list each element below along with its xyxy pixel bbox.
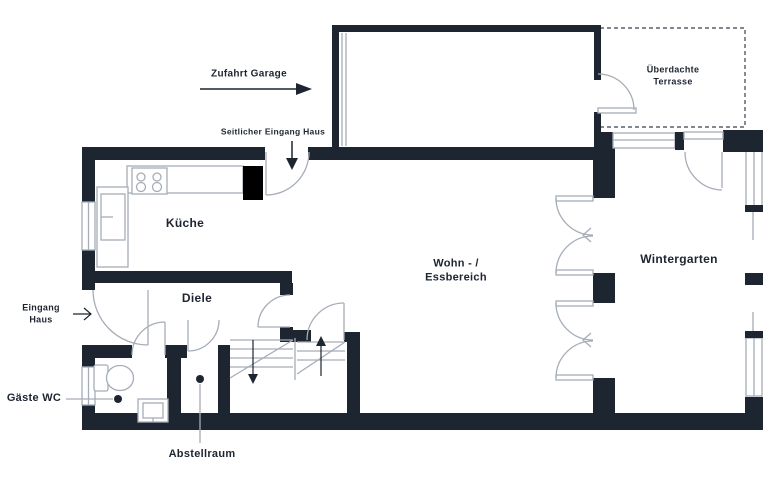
label-wohn-essbereich: Wohn - / Essbereich bbox=[425, 257, 487, 286]
toilet-icon bbox=[93, 364, 135, 392]
house-entry-arrow-icon bbox=[73, 307, 92, 321]
wintergarten-north-wall bbox=[601, 130, 763, 152]
label-ueberdachte-terrasse: Überdachte Terrasse bbox=[647, 64, 700, 87]
label-wohn-essbereich-line1: Wohn - / bbox=[433, 257, 479, 270]
wc-reference-dot bbox=[66, 395, 122, 403]
label-eingang-haus: Eingang Haus bbox=[22, 302, 60, 325]
label-eingang-haus-line1: Eingang bbox=[22, 302, 60, 313]
hall-living-door-arc bbox=[257, 294, 291, 328]
label-eingang-haus-line2: Haus bbox=[29, 314, 53, 324]
interior-walls bbox=[82, 271, 360, 413]
wintergarten-east-wall bbox=[745, 130, 763, 422]
label-wintergarten: Wintergarten bbox=[640, 252, 718, 267]
label-gaeste-wc: Gäste WC bbox=[6, 391, 62, 404]
stairs-up-arrow-icon bbox=[316, 336, 326, 376]
label-zufahrt-garage: Zufahrt Garage bbox=[211, 68, 287, 80]
double-door-south-arc bbox=[555, 300, 594, 381]
garage-entry-door bbox=[341, 33, 347, 146]
stairs-down-arrow-icon bbox=[248, 340, 258, 384]
label-kueche: Küche bbox=[165, 216, 205, 231]
label-ueberdachte-terrasse-line1: Überdachte bbox=[646, 64, 700, 75]
label-wohn-essbereich-line2: Essbereich bbox=[425, 272, 487, 284]
label-diele: Diele bbox=[181, 291, 213, 306]
garage-driveway-arrow-icon bbox=[200, 83, 312, 95]
double-door-north-arc bbox=[555, 195, 594, 276]
garage-outline bbox=[332, 25, 601, 155]
staircase bbox=[229, 338, 346, 380]
label-seitlicher-eingang-haus: Seitlicher Eingang Haus bbox=[220, 126, 326, 137]
entry-door-arc bbox=[92, 289, 149, 346]
storage-door-arc bbox=[187, 319, 220, 352]
fridge-icon bbox=[243, 166, 263, 200]
wc-door-arc bbox=[131, 321, 166, 356]
stove-icon bbox=[131, 167, 168, 195]
exterior-walls bbox=[82, 147, 763, 430]
garage-terrace-door-arc bbox=[597, 73, 637, 114]
side-entry-arrow-icon bbox=[286, 141, 298, 170]
wintergarten-door-arc bbox=[683, 131, 724, 191]
living-wintergarten-wall bbox=[593, 160, 615, 413]
stair-door-arc bbox=[306, 302, 345, 341]
sink-unit-icon bbox=[96, 186, 129, 268]
terrace-dashed-outline bbox=[599, 27, 746, 128]
label-ueberdachte-terrasse-line2: Terrasse bbox=[653, 76, 693, 86]
side-entry-door-arc bbox=[265, 151, 310, 196]
storage-reference-dot bbox=[196, 375, 204, 443]
label-abstellraum: Abstellraum bbox=[168, 447, 236, 460]
wc-window bbox=[81, 366, 96, 406]
washbasin-icon bbox=[137, 398, 169, 423]
kitchen-window bbox=[81, 201, 96, 251]
